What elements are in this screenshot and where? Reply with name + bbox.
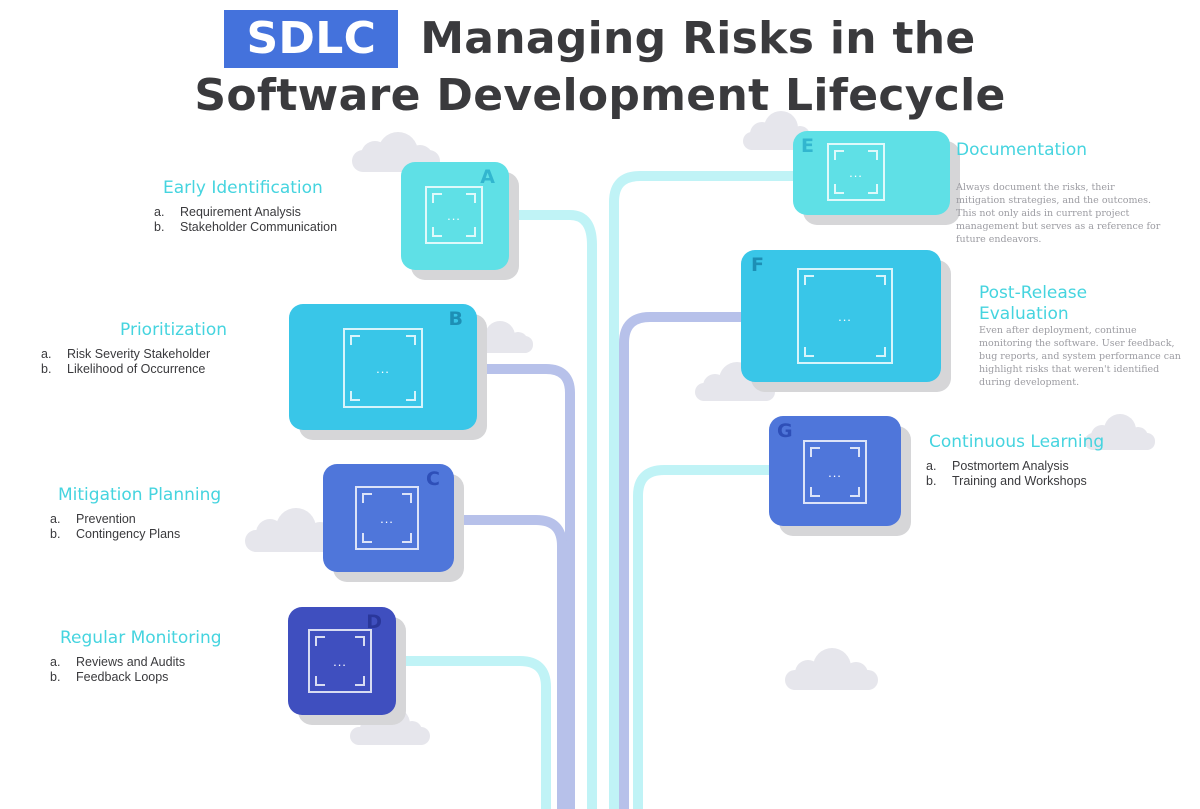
card-f: F ... — [741, 250, 951, 392]
prioritization-list: a.Risk Severity Stakeholder b.Likelihood… — [41, 347, 210, 377]
card-e: E ... — [793, 131, 960, 225]
title-line-1: Managing Risks in the — [420, 13, 976, 64]
placeholder-frame-icon: ... — [425, 186, 483, 244]
card-a: A ... — [401, 162, 519, 280]
mitigation-planning-list: a.Prevention b.Contingency Plans — [50, 512, 180, 542]
list-item: a.Postmortem Analysis — [926, 459, 1069, 473]
continuous-learning-title: Continuous Learning — [929, 432, 1105, 452]
card-letter-d: D — [366, 611, 382, 633]
prioritization-title: Prioritization — [120, 320, 228, 340]
placeholder-frame-icon: ... — [308, 629, 372, 693]
card-letter-e: E — [801, 135, 814, 157]
ellipsis-icon: ... — [849, 164, 863, 180]
cloud-icon — [785, 648, 878, 690]
post-release-description: Even after deployment, continue monitori… — [979, 325, 1181, 388]
regular-monitoring-list: a.Reviews and Audits b.Feedback Loops — [50, 655, 185, 685]
list-item: b.Stakeholder Communication — [154, 220, 338, 234]
ellipsis-icon: ... — [333, 653, 347, 669]
page-title: SDLC Managing Risks in the Software Devel… — [0, 10, 1200, 123]
connector-line-f — [619, 312, 742, 809]
post-release-title-line-1: Post-Release — [979, 283, 1088, 303]
card-letter-b: B — [448, 308, 463, 330]
list-item: a.Prevention — [50, 512, 136, 526]
card-b: B ... — [289, 304, 487, 440]
sdlc-badge: SDLC — [224, 10, 399, 68]
list-item: b.Likelihood of Occurrence — [41, 362, 206, 376]
card-g: G ... — [769, 416, 911, 536]
post-release-title-line-2: Evaluation — [979, 304, 1069, 324]
list-item: a.Reviews and Audits — [50, 655, 186, 669]
early-identification-title: Early Identification — [163, 178, 323, 198]
list-item: a.Risk Severity Stakeholder — [41, 347, 211, 361]
early-identification-list: a.Requirement Analysis b.Stakeholder Com… — [154, 205, 337, 235]
regular-monitoring-title: Regular Monitoring — [60, 628, 222, 648]
documentation-description: Always document the risks, their mitigat… — [956, 182, 1161, 245]
card-letter-f: F — [751, 254, 764, 276]
placeholder-frame-icon: ... — [343, 328, 423, 408]
card-letter-a: A — [480, 166, 495, 188]
placeholder-frame-icon: ... — [827, 143, 885, 201]
card-letter-c: C — [426, 468, 440, 490]
ellipsis-icon: ... — [447, 207, 461, 223]
ellipsis-icon: ... — [828, 464, 842, 480]
card-c: C ... — [323, 464, 464, 582]
list-item: b.Feedback Loops — [50, 670, 169, 684]
placeholder-frame-icon: ... — [355, 486, 419, 550]
cloud-icon — [1085, 414, 1155, 450]
mitigation-planning-title: Mitigation Planning — [58, 485, 222, 505]
connector-line-e — [609, 171, 796, 809]
connector-line-d — [394, 656, 551, 809]
list-item: b.Contingency Plans — [50, 527, 181, 541]
list-item: a.Requirement Analysis — [154, 205, 301, 219]
list-item: b.Training and Workshops — [926, 474, 1087, 488]
title-line-2: Software Development Lifecycle — [194, 70, 1006, 121]
placeholder-frame-icon: ... — [803, 440, 867, 504]
continuous-learning-list: a.Postmortem Analysis b.Training and Wor… — [926, 459, 1087, 489]
placeholder-frame-icon: ... — [797, 268, 893, 364]
connector-line-a — [505, 210, 597, 809]
ellipsis-icon: ... — [380, 510, 394, 526]
card-letter-g: G — [777, 420, 793, 442]
connector-line-c — [452, 515, 567, 809]
card-d: D ... — [288, 607, 406, 725]
connector-line-g — [633, 465, 770, 809]
ellipsis-icon: ... — [376, 360, 390, 376]
ellipsis-icon: ... — [838, 308, 852, 324]
connector-line-b — [476, 364, 575, 809]
documentation-title: Documentation — [956, 140, 1088, 160]
